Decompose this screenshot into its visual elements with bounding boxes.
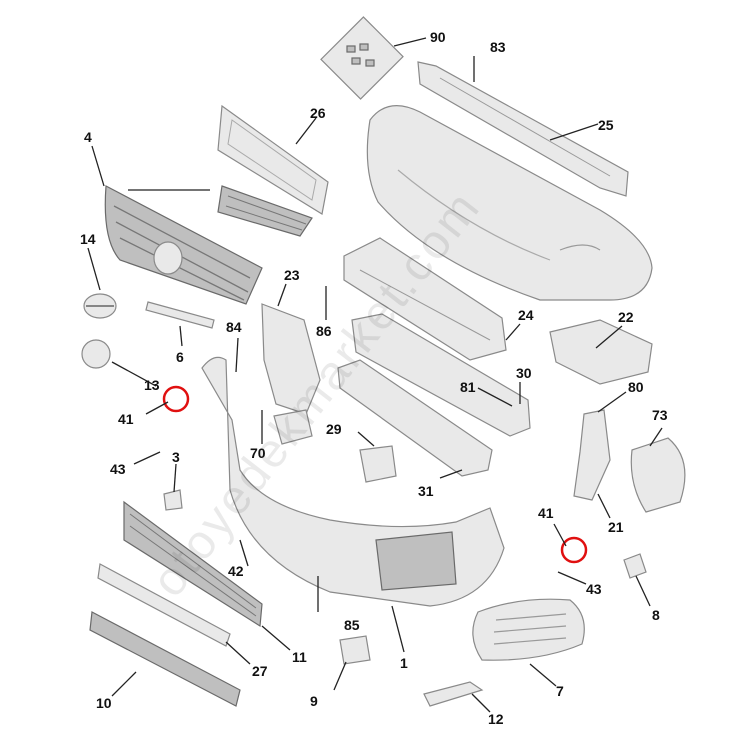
callout-70: 70: [250, 445, 266, 461]
callout-42: 42: [228, 563, 244, 579]
callout-10: 10: [96, 695, 112, 711]
callout-24: 24: [518, 307, 534, 323]
part-10-lower-mesh: [89, 611, 241, 707]
callout-12: 12: [488, 711, 504, 727]
leader-lines: [87, 37, 663, 713]
part-25-upper-bracket: [417, 61, 629, 197]
part-12-bracket: [423, 681, 484, 707]
callout-labels: 90 83 26 25 4 14 23 24 22 84 86 6 13 41 …: [80, 29, 668, 727]
part-26-upper-grille-panel: [217, 104, 329, 215]
callout-11: 11: [292, 649, 307, 665]
callout-43-right: 43: [586, 581, 602, 597]
callout-41-left: 41: [118, 411, 134, 427]
callout-31: 31: [418, 483, 434, 499]
callout-14: 14: [80, 231, 96, 247]
part-21-side-support: [573, 409, 611, 501]
callout-84: 84: [226, 319, 242, 335]
part-27-lower-trim: [97, 563, 231, 647]
part-14-emblem: [83, 293, 117, 319]
callout-83: 83: [490, 39, 506, 55]
callout-4: 4: [84, 129, 92, 145]
callout-9: 9: [310, 693, 318, 709]
callout-22: 22: [618, 309, 634, 325]
callout-7: 7: [556, 683, 564, 699]
callout-6: 6: [176, 349, 184, 365]
part-31-lower-absorber: [337, 359, 493, 477]
callout-73: 73: [652, 407, 668, 423]
callout-25: 25: [598, 117, 614, 133]
callout-86: 86: [316, 323, 332, 339]
part-90-fastener-kit: [320, 16, 404, 100]
callout-26: 26: [310, 105, 326, 121]
callout-13: 13: [144, 377, 160, 393]
part-29-clip-bracket: [359, 445, 397, 483]
part-70-plate: [273, 409, 313, 445]
part-22-right-bracket: [549, 319, 653, 385]
part-6-trim-strip: [145, 301, 215, 329]
callout-29: 29: [326, 421, 342, 437]
callout-43-left: 43: [110, 461, 126, 477]
callout-81: 81: [460, 379, 476, 395]
callout-90: 90: [430, 29, 446, 45]
part-13-badge: [81, 339, 111, 369]
callout-23: 23: [284, 267, 300, 283]
callout-85: 85: [344, 617, 360, 633]
part-upper-bumper-cover: [366, 105, 653, 301]
part-30-impact-bar: [351, 313, 531, 437]
callout-80: 80: [628, 379, 644, 395]
callout-27: 27: [252, 663, 268, 679]
callout-30: 30: [516, 365, 532, 381]
part-24-absorber-support: [343, 237, 507, 361]
part-8-cap: [623, 553, 647, 579]
part-9-bracket: [339, 635, 371, 665]
part-7-fog-lamp-bezel: [472, 598, 585, 661]
part-73-liner: [630, 437, 686, 513]
highlight-circle-right: [560, 536, 588, 564]
callout-41-right: 41: [538, 505, 554, 521]
callout-1: 1: [400, 655, 408, 671]
part-4-main-grille: [104, 185, 263, 305]
callout-8: 8: [652, 607, 660, 623]
part-11-lower-grille: [123, 500, 263, 628]
callout-21: 21: [608, 519, 624, 535]
part-small-grille-insert: [217, 185, 313, 237]
part-3-clip: [163, 489, 183, 511]
part-1-lower-bumper: [201, 356, 505, 607]
callout-3: 3: [172, 449, 180, 465]
highlight-circle-left: [162, 385, 190, 413]
